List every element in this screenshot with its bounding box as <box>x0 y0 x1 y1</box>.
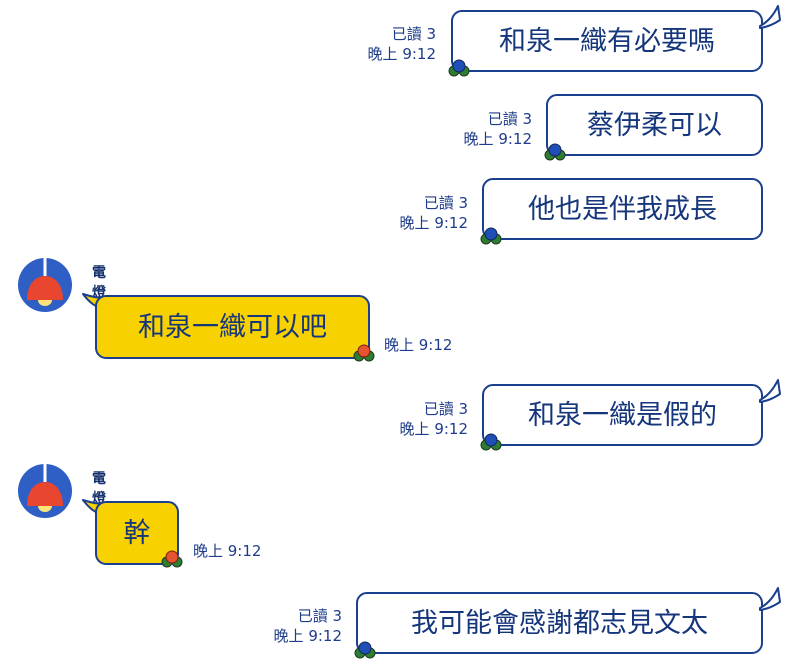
clover-icon <box>480 227 502 245</box>
avatar[interactable] <box>18 258 72 312</box>
message-time: 晚上 9:12 <box>463 130 532 148</box>
message-bubble[interactable]: 和泉一織有必要嗎 <box>451 10 763 72</box>
bubble-tail <box>759 5 781 29</box>
message-bubble[interactable]: 幹 <box>95 501 179 565</box>
lamp-icon <box>27 464 63 512</box>
message-meta: 已讀 3 晚上 9:12 <box>446 109 532 149</box>
read-receipt: 已讀 3 <box>391 25 436 43</box>
clover-icon <box>354 641 376 659</box>
message-bubble[interactable]: 和泉一織可以吧 <box>95 295 370 359</box>
read-receipt: 已讀 3 <box>297 607 342 625</box>
message-text: 幹 <box>123 517 151 549</box>
message-text: 和泉一織有必要嗎 <box>499 25 715 57</box>
message-time: 晚上 9:12 <box>367 45 436 63</box>
message-meta: 已讀 3 晚上 9:12 <box>350 24 436 64</box>
avatar[interactable] <box>18 464 72 518</box>
clover-icon <box>161 550 183 568</box>
message-text: 和泉一織可以吧 <box>138 311 327 343</box>
message-bubble[interactable]: 和泉一織是假的 <box>482 384 763 446</box>
read-receipt: 已讀 3 <box>423 194 468 212</box>
clover-icon <box>480 433 502 451</box>
message-time: 晚上 9:12 <box>273 627 342 645</box>
message-text: 蔡伊柔可以 <box>587 109 722 141</box>
read-receipt: 已讀 3 <box>423 400 468 418</box>
message-bubble[interactable]: 蔡伊柔可以 <box>546 94 763 156</box>
message-bubble[interactable]: 他也是伴我成長 <box>482 178 763 240</box>
message-meta: 已讀 3 晚上 9:12 <box>382 193 468 233</box>
message-meta: 已讀 3 晚上 9:12 <box>382 399 468 439</box>
message-time: 晚上 9:12 <box>193 542 262 560</box>
read-receipt: 已讀 3 <box>487 110 532 128</box>
clover-icon <box>353 344 375 362</box>
message-time: 晚上 9:12 <box>399 420 468 438</box>
lamp-icon <box>27 258 63 306</box>
message-text: 和泉一織是假的 <box>528 399 717 431</box>
clover-icon <box>544 143 566 161</box>
message-text: 我可能會感謝都志見文太 <box>411 607 708 639</box>
message-bubble[interactable]: 我可能會感謝都志見文太 <box>356 592 763 654</box>
clover-icon <box>448 59 470 77</box>
message-meta: 已讀 3 晚上 9:12 <box>256 606 342 646</box>
message-time: 晚上 9:12 <box>384 336 453 354</box>
message-time: 晚上 9:12 <box>399 214 468 232</box>
message-text: 他也是伴我成長 <box>528 193 717 225</box>
bubble-tail <box>759 379 781 403</box>
bubble-tail <box>759 587 781 611</box>
